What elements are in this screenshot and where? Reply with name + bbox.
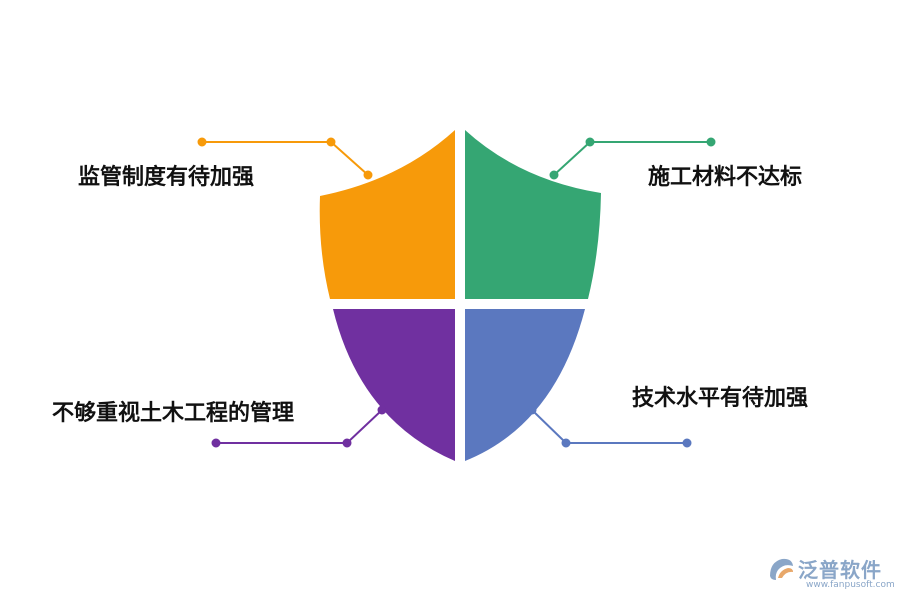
connector-top-right <box>549 137 716 180</box>
watermark-brand: 泛普软件 <box>798 558 882 582</box>
watermark: 泛普软件 www.fanpusoft.com <box>766 552 896 594</box>
quadrant-label-top-right: 施工材料不达标 <box>648 165 803 190</box>
quadrant-label-top-left: 监管制度有待加强 <box>78 165 255 190</box>
quadrant-label-bottom-left: 不够重视土木工程的管理 <box>52 401 295 426</box>
connector-bottom-right <box>527 405 692 448</box>
watermark-url: www.fanpusoft.com <box>806 580 895 590</box>
connector-top-left <box>197 137 373 180</box>
connector-bottom-left <box>211 405 387 448</box>
shield-quadrant-bottom-right <box>465 309 585 461</box>
quadrant-label-bottom-right: 技术水平有待加强 <box>632 386 809 411</box>
shield-quadrant-bottom-left <box>333 309 455 461</box>
fanpu-logo-icon <box>770 558 793 580</box>
shield-quadrant-top-left <box>319 130 455 299</box>
shield-quadrant-top-right <box>465 130 601 299</box>
